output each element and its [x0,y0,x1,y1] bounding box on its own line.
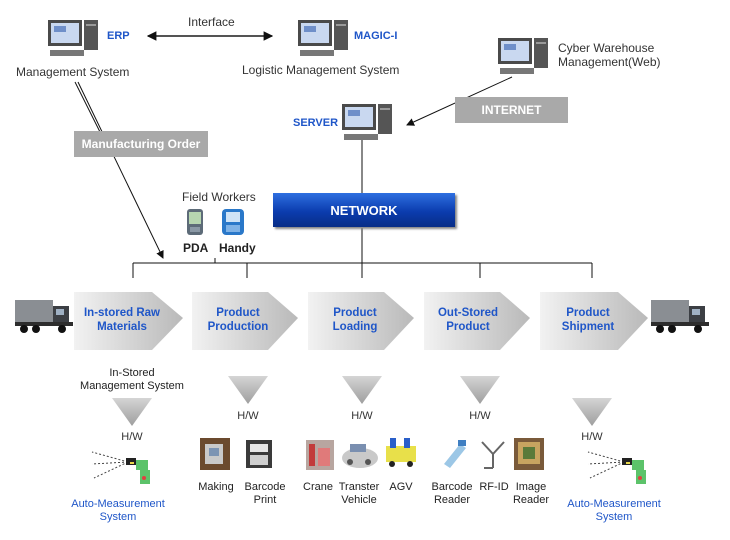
eq-line1: RF-ID [479,481,509,493]
hw-label-instored: H/W [121,431,143,443]
network-bar: NETWORK [273,193,455,227]
auto-line1: Auto-Measurement [71,498,165,510]
pda-icon [187,209,203,235]
magic-label: MAGIC-I [354,30,398,42]
equipment-label-making: Making [198,481,233,494]
stage-line1: Product [333,307,377,319]
handy-icon [222,209,244,235]
eq-line2: Reader [512,494,550,506]
stage-label-shipment: Product Shipment [540,306,636,334]
interface-label: Interface [188,15,235,29]
auto-line2: System [99,511,137,523]
equipment-label-barcode-print: Barcode Print [245,481,286,507]
eq-line2: Reader [433,494,471,506]
barcode-printer-icon [246,440,272,468]
eq-line2: Print [253,494,277,506]
eq-line1: Barcode [431,481,473,493]
equipment-label-crane: Crane [303,481,333,494]
cyber-caption-line2: Management(Web) [558,55,661,69]
making-machine-icon [200,438,230,470]
auto-measurement-icon [587,451,646,484]
erp-computer-icon [48,20,98,56]
inbound-truck-icon [15,300,73,333]
magic-caption: Logistic Management System [242,63,400,77]
hw-label-outstored: H/W [469,410,491,422]
eq-line1: Making [198,481,234,493]
eq-line1: Barcode [244,481,286,493]
cyber-computer-icon [498,38,548,74]
hw-label-shipment: H/W [581,431,603,443]
equipment-label-transfer-vehicle: Transter Vehicle [339,481,380,507]
rfid-icon [481,441,505,469]
barcode-reader-icon [444,440,466,468]
internet-box: INTERNET [455,97,568,123]
manufacturing-order-box: Manufacturing Order [74,131,208,157]
eq-line1: Crane [303,481,333,493]
stage-label-production: Product Production [190,306,286,334]
stage-line1: In-stored Raw [83,307,161,319]
stage-line1: Product [216,307,260,319]
transfer-vehicle-icon [342,444,378,468]
eq-line1: Transter [338,481,380,493]
stage-line1: Out-Stored [437,307,499,319]
down-arrows [112,376,612,426]
hw-label-loading: H/W [351,410,373,422]
eq-line2: Vehicle [341,494,377,506]
eq-line1: AGV [389,481,413,493]
equipment-label-agv: AGV [389,481,412,494]
instored-line1: In-Stored [109,367,155,379]
agv-icon [386,438,416,467]
auto-line2: System [595,511,633,523]
eq-line1: Image [515,481,547,493]
image-reader-icon [514,438,544,470]
equipment-label-rfid: RF-ID [479,481,508,494]
stage-line2: Loading [332,321,378,333]
stage-line1: Product [566,307,610,319]
erp-caption: Management System [16,65,130,79]
auto-line1: Auto-Measurement [567,498,661,510]
stage-label-loading: Product Loading [307,306,403,334]
auto-measurement-label-right: Auto-Measurement System [567,498,661,524]
stage-label-outstored: Out-Stored Product [420,306,516,334]
stage-line2: Shipment [561,321,615,333]
stage-line2: Product [446,321,490,333]
equipment-label-image-reader: Image Reader [513,481,549,507]
crane-icon [306,440,334,470]
auto-measurement-icon [91,451,150,484]
instored-line2: Management System [80,380,184,392]
cyber-caption-line1: Cyber Warehouse [558,41,655,55]
stage-line2: Production [207,321,269,333]
outbound-truck-icon [651,300,709,333]
field-workers-title: Field Workers [182,190,256,204]
pda-label: PDA [183,241,209,255]
stage-line2: Materials [97,321,147,333]
stage-label-instored: In-stored Raw Materials [74,306,170,334]
hw-label-production: H/W [237,410,259,422]
stage-arrows [74,292,648,350]
erp-label: ERP [107,30,130,42]
magic-computer-icon [298,20,348,56]
server-label: SERVER [293,117,339,129]
server-computer-icon [342,104,392,140]
handy-label: Handy [219,241,256,255]
instored-system-label: In-Stored Management System [80,367,184,393]
auto-measurement-label-left: Auto-Measurement System [71,498,165,524]
equipment-label-barcode-reader: Barcode Reader [432,481,473,507]
